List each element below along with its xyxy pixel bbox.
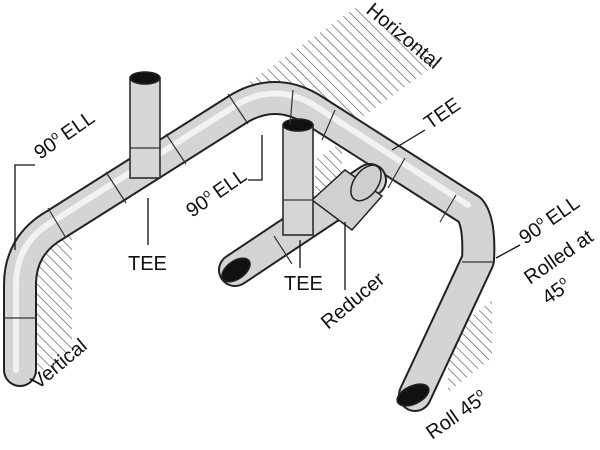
label-tee-right: TEE [420, 94, 464, 134]
leader-ell-mid [248, 135, 263, 181]
vertical-plane-hatch-left [30, 232, 72, 378]
vertical-plane-hatch-right [448, 300, 492, 392]
label-tee-left: TEE [128, 253, 167, 275]
branch-open-end [221, 257, 251, 283]
label-reducer: Reducer [317, 268, 389, 334]
leader-ell-right [495, 244, 521, 259]
main-pipe-fill [5, 83, 494, 410]
leader-ell-left [14, 164, 35, 250]
label-ell-mid: 90oELL [181, 163, 251, 222]
leader-tee-right [391, 129, 426, 151]
label-tee-mid: TEE [284, 273, 323, 295]
mid-riser-top [282, 118, 314, 132]
label-ell-left: 90oELL [29, 105, 99, 164]
reducer-end [350, 164, 382, 202]
mid-riser-outline [282, 124, 314, 236]
rolled-open-end [396, 383, 430, 407]
main-pipe-highlight [13, 90, 471, 373]
left-riser-top [129, 71, 161, 85]
left-riser-outline [129, 77, 161, 179]
